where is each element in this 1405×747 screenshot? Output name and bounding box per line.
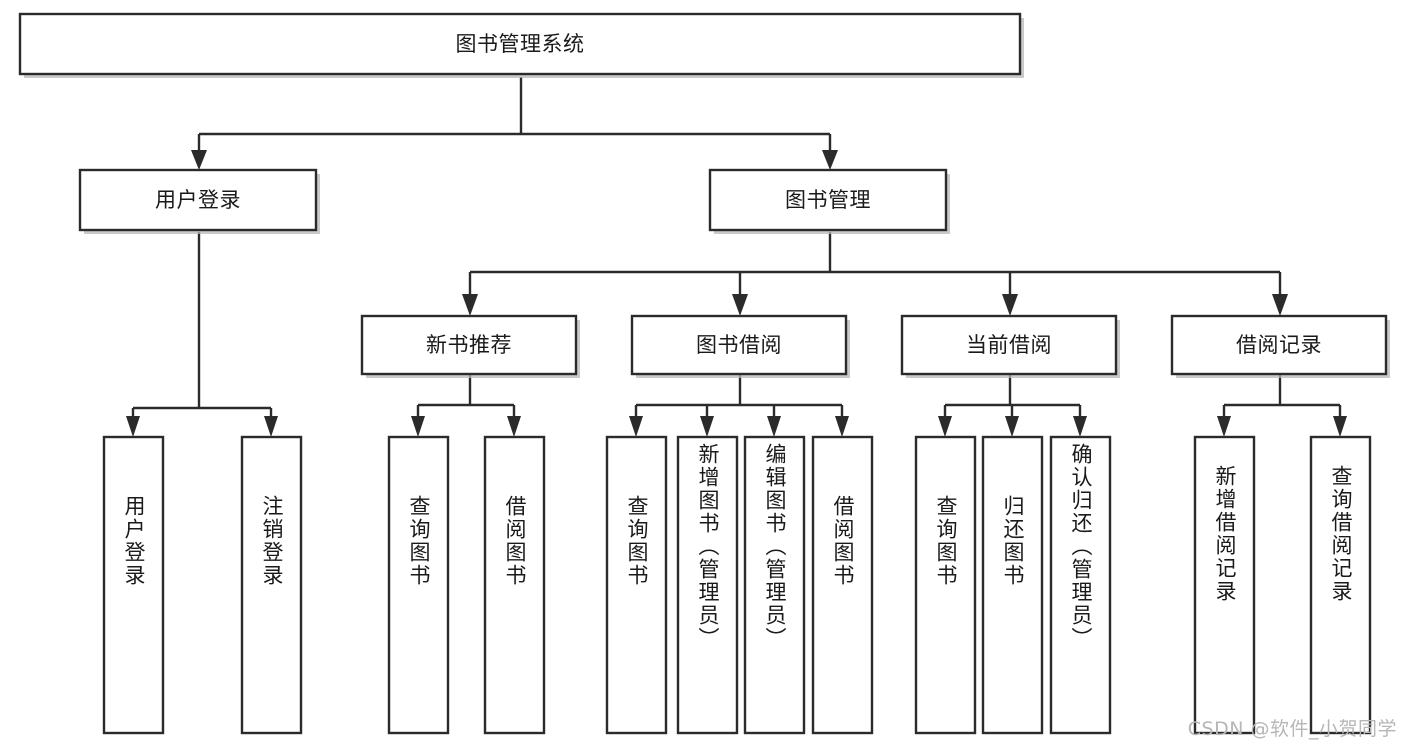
arrow-bookmgmt-newbook-icon	[462, 294, 478, 316]
arrow-borrowrecord-leaf1-icon	[1217, 416, 1231, 437]
leaf-box-user-login-logout[interactable]	[240, 435, 303, 735]
leaf-box-currentborrow-confirm[interactable]	[1049, 435, 1112, 735]
node-user-login-label: 用户登录	[155, 188, 241, 212]
csdn-watermark: CSDN @软件_小贺同学	[1187, 718, 1397, 740]
node-book-management-box[interactable]	[708, 168, 948, 232]
leaf-node-currentborrow-confirm[interactable]	[1049, 435, 1112, 735]
arrow-newbook-leaf1-icon	[411, 416, 425, 437]
leaf-node-currentborrow-query[interactable]	[914, 435, 977, 735]
node-borrow-record[interactable]: 借阅记录	[1170, 314, 1390, 378]
arrow-bookborrow-leaf3-icon	[767, 416, 781, 437]
leaf-node-newbook-query[interactable]	[387, 435, 450, 735]
node-borrow-record-label: 借阅记录	[1236, 333, 1322, 357]
arrow-borrowrecord-leaf2-icon	[1333, 416, 1347, 437]
arrow-currentborrow-leaf3-icon	[1073, 416, 1087, 437]
arrow-root-to-book-mgmt-icon	[822, 150, 838, 170]
arrow-bookborrow-leaf1-icon	[629, 416, 643, 437]
leaf-box-borrowrecord-add[interactable]	[1193, 435, 1256, 735]
arrow-userlogin-leaf2-icon	[264, 416, 278, 437]
node-root[interactable]: 图书管理系统	[18, 12, 1024, 78]
node-book-management-label: 图书管理	[785, 188, 871, 212]
arrow-bookborrow-leaf2-icon	[700, 416, 714, 437]
leaf-box-newbook-borrow[interactable]	[483, 435, 546, 735]
arrow-bookborrow-leaf4-icon	[835, 416, 849, 437]
leaf-node-bookborrow-edit[interactable]	[743, 435, 806, 735]
node-user-login-box[interactable]	[78, 168, 318, 232]
node-book-borrow[interactable]: 图书借阅	[630, 314, 850, 378]
node-user-login[interactable]: 用户登录	[78, 168, 320, 234]
arrow-currentborrow-leaf1-icon	[938, 416, 952, 437]
arrow-root-to-user-login-icon	[191, 150, 207, 170]
node-book-borrow-box[interactable]	[630, 314, 848, 376]
leaf-node-newbook-borrow[interactable]	[483, 435, 546, 735]
arrow-userlogin-leaf1-icon	[126, 416, 140, 437]
leaf-node-user-login-login[interactable]	[102, 435, 165, 735]
node-new-book-recommend-label: 新书推荐	[426, 333, 512, 357]
leaf-box-currentborrow-return[interactable]	[981, 435, 1044, 735]
node-new-book-recommend-box[interactable]	[360, 314, 578, 376]
node-borrow-record-box[interactable]	[1170, 314, 1388, 376]
node-root-box[interactable]	[18, 12, 1022, 76]
node-current-borrow-box[interactable]	[900, 314, 1118, 376]
arrow-currentborrow-leaf2-icon	[1005, 416, 1019, 437]
arrow-newbook-leaf2-icon	[507, 416, 521, 437]
leaf-box-currentborrow-query[interactable]	[914, 435, 977, 735]
leaf-box-newbook-query[interactable]	[387, 435, 450, 735]
node-book-borrow-label: 图书借阅	[696, 333, 782, 357]
leaf-node-bookborrow-add[interactable]	[676, 435, 739, 735]
arrow-bookmgmt-currentborrow-icon	[1002, 294, 1018, 316]
leaf-node-currentborrow-return[interactable]	[981, 435, 1044, 735]
leaf-node-borrowrecord-add[interactable]	[1193, 435, 1256, 735]
arrow-bookmgmt-borrowrecord-icon	[1272, 294, 1288, 316]
leaf-node-bookborrow-query[interactable]	[605, 435, 668, 735]
leaf-box-bookborrow-edit[interactable]	[743, 435, 806, 735]
node-current-borrow[interactable]: 当前借阅	[900, 314, 1120, 378]
leaf-box-bookborrow-borrow[interactable]	[811, 435, 874, 735]
leaf-box-user-login-login[interactable]	[102, 435, 165, 735]
connector-layer	[126, 77, 1347, 437]
leaf-box-bookborrow-add[interactable]	[676, 435, 739, 735]
node-new-book-recommend[interactable]: 新书推荐	[360, 314, 580, 378]
leaf-node-user-login-logout[interactable]	[240, 435, 303, 735]
leaf-box-bookborrow-query[interactable]	[605, 435, 668, 735]
leaf-node-bookborrow-borrow[interactable]	[811, 435, 874, 735]
leaf-node-borrowrecord-query[interactable]	[1309, 435, 1372, 735]
leaf-box-borrowrecord-query[interactable]	[1309, 435, 1372, 735]
node-root-label: 图书管理系统	[456, 32, 585, 56]
arrow-bookmgmt-bookborrow-icon	[732, 294, 748, 316]
node-current-borrow-label: 当前借阅	[966, 333, 1052, 357]
node-book-management[interactable]: 图书管理	[708, 168, 950, 234]
